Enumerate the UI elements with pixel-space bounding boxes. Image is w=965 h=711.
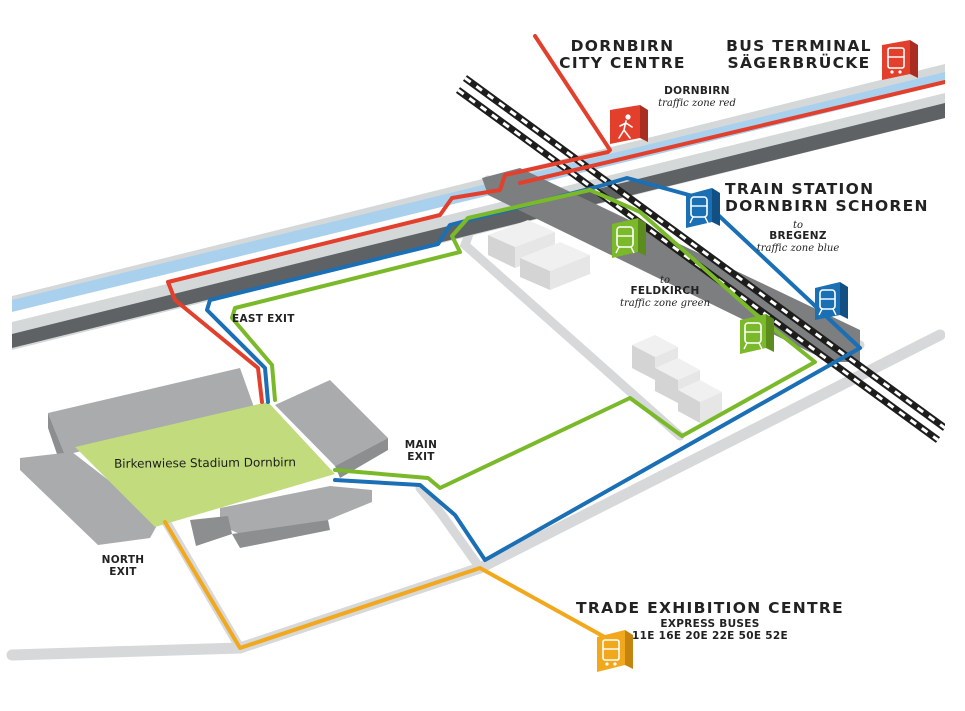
red-zone-place: DORNBIRN [664,85,730,97]
main-exit-label: MAIN EXIT [398,439,444,464]
train-icon-green-north [612,218,646,258]
train-station-title: TRAIN STATION DORNBIRN SCHOREN [725,180,930,216]
train-station-title-line1: TRAIN STATION [725,180,875,198]
route-blue [205,176,862,562]
stadium-label: Birkenwiese Stadium Dornbirn [113,455,297,471]
pedestrian-icon [610,105,648,144]
bus-terminal-title-line1: BUS TERMINAL [726,37,872,55]
train-icon-green-south [740,314,774,354]
north-exit-line2: EXIT [109,565,137,578]
stadium-pitch [75,402,335,527]
bus-terminal-icon [882,40,918,80]
trade-exhibition-label: TRADE EXHIBITION CENTRE EXPRESS BUSES 11… [560,599,860,643]
train-icon-blue-south [815,282,848,320]
red-zone-label: DORNBIRN traffic zone red [652,85,742,109]
city-centre-title: DORNBIRN CITY CENTRE [555,37,690,73]
bregenz-label: to BREGENZ traffic zone blue [748,220,848,254]
bregenz-to: to [792,220,804,231]
east-stand [275,380,388,466]
stadium-access-road [415,483,485,573]
buildings [488,220,722,423]
east-exit-label: EAST EXIT [232,313,295,325]
feldkirch-to: to [659,275,671,286]
trade-exhibition-title: TRADE EXHIBITION CENTRE [575,599,845,617]
main-exit-line2: EXIT [407,450,435,463]
stadium-stands [20,368,388,548]
train-icon-blue-north [686,188,720,228]
express-bus-icon [597,630,633,672]
bregenz-direction: BREGENZ [769,230,827,243]
route-orange [163,520,612,650]
train-station-title-line2: DORNBIRN SCHOREN [725,197,929,216]
west-stand [20,452,160,545]
main-exit-line1: MAIN [404,439,438,451]
city-centre-title-line1: DORNBIRN [570,37,675,55]
building-group-north [488,220,590,290]
express-bus-routes: 11E 16E 20E 22E 50E 52E [632,630,788,643]
city-centre-title-line2: CITY CENTRE [559,54,686,73]
route-green [230,188,817,490]
north-exit-line1: NORTH [101,554,145,566]
south-stand [220,486,372,535]
bus-terminal-title-line2: SÄGERBRÜCKE [727,54,871,73]
north-stand [48,368,255,455]
green-zone-text: traffic zone green [619,297,711,309]
express-buses-label: EXPRESS BUSES [660,618,760,631]
feldkirch-label: to FELDKIRCH traffic zone green [610,275,720,309]
red-zone-text: traffic zone red [658,97,736,109]
north-exit-label: NORTH EXIT [96,554,150,579]
blue-zone-text: traffic zone blue [756,242,840,254]
building-group-east [632,335,722,423]
bus-terminal-title: BUS TERMINAL SÄGERBRÜCKE [725,37,873,73]
route-red [166,34,945,404]
routes [163,34,945,650]
feldkirch-direction: FELDKIRCH [630,285,700,298]
